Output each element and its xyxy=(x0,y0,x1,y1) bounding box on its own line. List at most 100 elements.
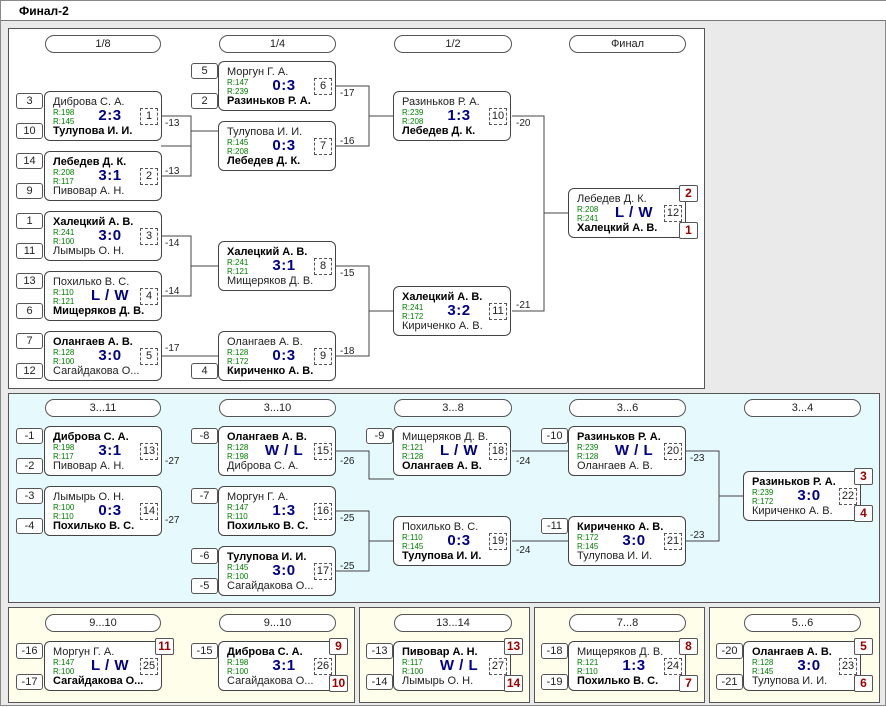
match-score: 1:3 xyxy=(272,502,296,519)
seed-box: 13 xyxy=(16,273,43,289)
seed-box: -4 xyxy=(16,518,43,534)
loser-ref-label: -23 xyxy=(690,453,705,464)
match-number: 16 xyxy=(314,503,332,520)
seed-box: -21 xyxy=(716,674,743,690)
player-2-name: Лымырь О. Н. xyxy=(53,245,125,257)
player-2-rating: R:239 xyxy=(227,87,249,96)
player-1-name: Моргун Г. А. xyxy=(227,491,289,503)
player-2-rating: R:110 xyxy=(577,667,598,676)
player-2-rating: R:145 xyxy=(577,542,599,551)
match-number: 17 xyxy=(314,563,332,580)
player-2-name: Похилько В. С. xyxy=(577,675,659,687)
round-label-3-11: 3...11 xyxy=(45,399,161,417)
seed-box: -17 xyxy=(16,674,43,690)
seed-box: -8 xyxy=(191,428,218,444)
player-1-name: Мищеряков Д. В. xyxy=(402,431,489,443)
place-badge: 11 xyxy=(155,638,174,655)
player-2-name: Олангаев А. В. xyxy=(402,460,482,472)
seed-box: -16 xyxy=(16,643,43,659)
player-2-rating: R:117 xyxy=(53,452,74,461)
player-1-rating: R:110 xyxy=(53,288,74,297)
loser-ref-label: -25 xyxy=(340,513,355,524)
player-2-rating: R:172 xyxy=(402,312,424,321)
match-score: 3:0 xyxy=(622,532,646,549)
player-2-name: Кириченко А. В. xyxy=(227,365,314,377)
player-2-rating: R:128 xyxy=(577,452,599,461)
player-2-rating: R:208 xyxy=(402,117,424,126)
match-number: 2 xyxy=(140,168,158,185)
match-number: 25 xyxy=(140,658,158,675)
match-number: 7 xyxy=(314,138,332,155)
player-2-name: Кириченко А. В. xyxy=(752,505,833,517)
match-score: 0:3 xyxy=(272,137,296,154)
player-2-name: Диброва С. А. xyxy=(227,460,299,472)
player-1-name: Халецкий А. В. xyxy=(402,291,483,303)
player-1-rating: R:145 xyxy=(227,563,249,572)
loser-ref-label: -21 xyxy=(516,300,531,311)
loser-ref-label: -15 xyxy=(340,268,355,279)
player-1-name: Олангаев А. В. xyxy=(227,336,303,348)
player-2-rating: R:100 xyxy=(53,237,75,246)
match-number: 14 xyxy=(140,503,158,520)
match-number: 26 xyxy=(314,658,332,675)
match-score: L / W xyxy=(439,442,479,459)
player-1-name: Похилько В. С. xyxy=(53,276,130,288)
player-1-rating: R:147 xyxy=(53,658,75,667)
player-2-name: Лымырь О. Н. xyxy=(402,675,474,687)
match-score: 1:3 xyxy=(447,107,471,124)
round-label-9-10-b: 9...10 xyxy=(219,614,336,632)
player-1-rating: R:128 xyxy=(227,443,249,452)
seed-box: -20 xyxy=(716,643,743,659)
seed-box: 5 xyxy=(191,63,218,79)
player-2-name: Кириченко А. В. xyxy=(402,320,483,332)
seed-box: -2 xyxy=(16,458,43,474)
player-1-name: Тулупова И. И. xyxy=(227,551,307,563)
loser-ref-label: -13 xyxy=(165,118,180,129)
loser-ref-label: -24 xyxy=(516,456,531,467)
player-1-name: Мищеряков Д. В. xyxy=(577,646,664,658)
match-score: W / L xyxy=(614,442,654,459)
player-2-name: Разиньков Р. А. xyxy=(227,95,311,107)
player-1-rating: R:121 xyxy=(577,658,599,667)
player-1-rating: R:198 xyxy=(53,443,75,452)
place-badge: 3 xyxy=(854,468,873,485)
loser-ref-label: -24 xyxy=(516,545,531,556)
player-1-rating: R:241 xyxy=(227,258,249,267)
seed-box: 6 xyxy=(16,303,43,319)
seed-box: -3 xyxy=(16,488,43,504)
player-1-rating: R:239 xyxy=(577,443,599,452)
round-label-9-10-a: 9...10 xyxy=(45,614,161,632)
match-score: 3:1 xyxy=(272,657,296,674)
player-2-rating: R:208 xyxy=(227,147,249,156)
player-1-rating: R:145 xyxy=(227,138,249,147)
loser-ref-label: -25 xyxy=(340,561,355,572)
round-label-3-4: 3...4 xyxy=(744,399,861,417)
